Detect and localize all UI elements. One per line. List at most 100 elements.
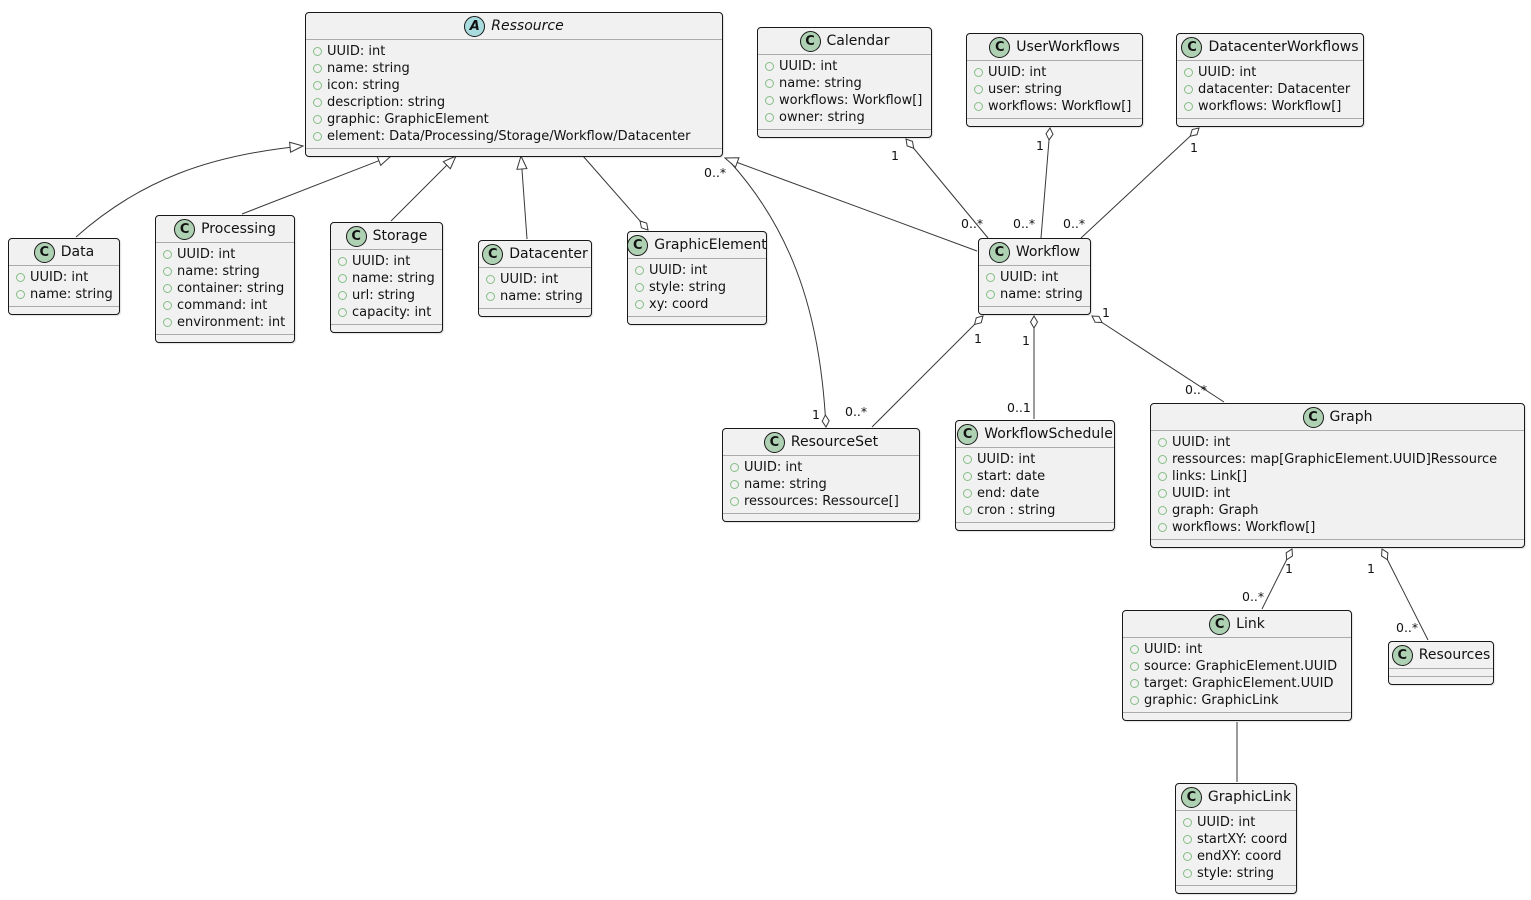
methods-compartment <box>1176 885 1296 893</box>
class-badge-icon: C <box>763 431 785 453</box>
methods-compartment <box>1177 118 1363 126</box>
field-visibility-icon <box>730 480 739 489</box>
edge-resourceset-ressource <box>730 162 830 428</box>
field-row: UUID: int <box>723 459 919 476</box>
field-visibility-icon <box>765 79 774 88</box>
field-visibility-icon <box>313 81 322 90</box>
methods-compartment <box>479 308 591 316</box>
field-visibility-icon <box>1130 645 1139 654</box>
field-row: name: string <box>979 286 1090 303</box>
field-text: UUID: int <box>177 247 236 262</box>
field-visibility-icon <box>730 497 739 506</box>
field-text: xy: coord <box>649 297 709 312</box>
field-text: url: string <box>352 288 416 303</box>
field-visibility-icon <box>163 301 172 310</box>
field-visibility-icon <box>635 300 644 309</box>
field-row: workflows: Workflow[] <box>1177 98 1363 115</box>
field-text: ressources: Ressource[] <box>744 494 899 509</box>
field-row: container: string <box>156 280 294 297</box>
field-visibility-icon <box>963 472 972 481</box>
field-visibility-icon <box>1158 489 1167 498</box>
field-visibility-icon <box>765 113 774 122</box>
field-row: workflows: Workflow[] <box>1151 519 1524 536</box>
edge-datacenterworkflows-workflow <box>1080 127 1200 239</box>
field-visibility-icon <box>338 291 347 300</box>
class-name: GraphicLink <box>1207 789 1292 805</box>
field-visibility-icon <box>1183 852 1192 861</box>
field-text: container: string <box>177 281 285 296</box>
field-text: style: string <box>649 280 727 295</box>
field-visibility-icon <box>1184 102 1193 111</box>
field-text: end: date <box>977 486 1040 501</box>
class-name: GraphicElement <box>654 237 766 253</box>
field-visibility-icon <box>1130 662 1139 671</box>
attributes-compartment: UUID: int name: string <box>979 265 1090 306</box>
class-name: Calendar <box>826 33 890 49</box>
methods-compartment <box>956 522 1114 530</box>
field-row: ressources: map[GraphicElement.UUID]Ress… <box>1151 451 1524 468</box>
field-row: graph: Graph <box>1151 502 1524 519</box>
class-badge-icon: C <box>799 30 821 52</box>
field-text: UUID: int <box>1000 270 1059 285</box>
field-text: name: string <box>1000 287 1083 302</box>
field-text: user: string <box>988 82 1062 97</box>
field-text: name: string <box>177 264 260 279</box>
field-text: element: Data/Processing/Storage/Workflo… <box>327 129 691 144</box>
field-visibility-icon <box>313 98 322 107</box>
multiplicity-label: 1 <box>812 407 820 422</box>
field-row: UUID: int <box>1151 434 1524 451</box>
multiplicity-label: 1 <box>1285 561 1293 576</box>
field-text: command: int <box>177 298 268 313</box>
field-text: UUID: int <box>1172 435 1231 450</box>
field-visibility-icon <box>963 506 972 515</box>
field-visibility-icon <box>313 64 322 73</box>
field-text: name: string <box>744 477 827 492</box>
edge-workflow-graph <box>1091 315 1225 403</box>
field-visibility-icon <box>486 292 495 301</box>
field-row: xy: coord <box>628 296 766 313</box>
methods-compartment <box>1123 712 1351 720</box>
field-visibility-icon <box>163 284 172 293</box>
class-badge-icon: C <box>1180 786 1202 808</box>
methods-compartment <box>758 129 931 137</box>
field-text: UUID: int <box>1172 486 1231 501</box>
multiplicity-label: 0..* <box>1063 216 1085 231</box>
field-row: graphic: GraphicElement <box>306 111 722 128</box>
field-text: target: GraphicElement.UUID <box>1144 676 1334 691</box>
field-text: name: string <box>30 287 113 302</box>
edge-workflow-resourceset <box>871 315 984 428</box>
class-name: Processing <box>201 221 276 237</box>
field-visibility-icon <box>986 273 995 282</box>
field-visibility-icon <box>16 290 25 299</box>
field-row: UUID: int <box>479 271 591 288</box>
field-text: UUID: int <box>779 59 838 74</box>
field-row: links: Link[] <box>1151 468 1524 485</box>
field-row: graphic: GraphicLink <box>1123 692 1351 709</box>
field-row: user: string <box>967 81 1142 98</box>
field-text: graphic: GraphicElement <box>327 112 489 127</box>
field-visibility-icon <box>974 68 983 77</box>
field-row: element: Data/Processing/Storage/Workflo… <box>306 128 722 145</box>
field-row: UUID: int <box>758 58 931 75</box>
field-text: UUID: int <box>744 460 803 475</box>
methods-compartment <box>1151 539 1524 547</box>
field-row: command: int <box>156 297 294 314</box>
field-visibility-icon <box>1183 835 1192 844</box>
field-visibility-icon <box>486 275 495 284</box>
class-name: Datacenter <box>509 246 588 262</box>
edge-datacenter-extends-ressource <box>516 154 528 240</box>
attributes-compartment: UUID: int name: string ressources: Ressour… <box>723 455 919 513</box>
